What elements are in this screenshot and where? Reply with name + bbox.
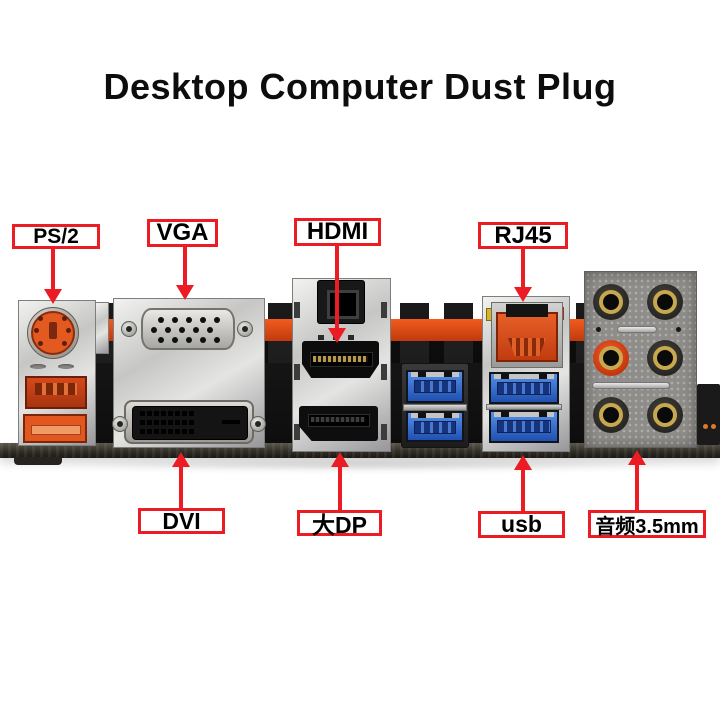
vga-screw-right <box>237 321 253 337</box>
usb3-port-lan-1 <box>489 372 559 404</box>
audio-block-slot-small <box>617 326 657 333</box>
usb3-tongue <box>414 380 456 393</box>
bracket-indent-right <box>58 364 74 369</box>
usb3-lan-divider <box>486 404 562 410</box>
bracket-indent-left <box>30 364 46 369</box>
audio-jack-orange <box>593 340 629 376</box>
audio-jack-5 <box>593 397 629 433</box>
callout-vga-arrow-head <box>176 285 194 300</box>
dvi-pin-holes <box>140 411 145 416</box>
callout-vga-arrow-line <box>183 247 187 287</box>
audio-jack-2 <box>647 284 683 320</box>
audio-jack-gold-ring <box>599 290 623 314</box>
usb2-port-1-pins <box>35 383 77 395</box>
dvi-flat-slot <box>222 420 240 424</box>
audio-jack-gold-ring <box>653 403 677 427</box>
ps2-bracket-step <box>95 302 109 354</box>
callout-ps2: PS/2 <box>12 224 100 249</box>
usb3-lip <box>494 412 554 417</box>
callout-hdmi-arrow-head <box>328 328 346 343</box>
callout-usb-arrow-head <box>514 455 532 470</box>
hdmi-pins <box>313 356 368 362</box>
callout-hdmi: HDMI <box>294 218 381 246</box>
callout-rj45-arrow-line <box>521 249 525 289</box>
hdmi-latch-nubs <box>318 335 324 340</box>
component-pads <box>703 424 708 429</box>
usb3-port-mid-2 <box>406 411 464 442</box>
displayport-port <box>299 406 378 441</box>
board-shadow <box>40 459 690 471</box>
optical-toslink-port <box>317 280 365 324</box>
usb3-lip <box>411 372 459 377</box>
usb3-tongue <box>497 420 551 433</box>
audio-jack-4 <box>647 340 683 376</box>
callout-audio: 音频3.5mm <box>588 510 706 538</box>
callout-dp: 大DP <box>297 510 382 538</box>
dvi-screw-right <box>250 416 266 432</box>
hdmi-port <box>302 341 379 378</box>
rj45-contacts <box>508 338 546 356</box>
callout-dp-arrow-line <box>338 466 342 510</box>
callout-dvi-arrow-line <box>179 466 183 508</box>
callout-rj45-arrow-head <box>514 287 532 302</box>
callout-audio-arrow-line <box>635 464 639 510</box>
usb3-tongue <box>497 382 551 395</box>
usb3-tongue <box>414 421 456 434</box>
ps2-pin-holes <box>38 316 43 321</box>
ps2-key-slot <box>49 322 57 339</box>
callout-ps2-arrow-head <box>44 289 62 304</box>
callout-hdmi-arrow-line <box>335 246 339 330</box>
vga-screw-left <box>121 321 137 337</box>
usb2-port-2 <box>23 414 87 443</box>
displayport-pins <box>311 417 365 422</box>
callout-audio-arrow-head <box>628 450 646 465</box>
audio-jack-gold-ring <box>653 290 677 314</box>
audio-jack-gold-ring <box>599 403 623 427</box>
usb3-lip <box>494 374 554 379</box>
usb3-port-mid-1 <box>406 370 464 403</box>
audio-jack-gold-ring <box>599 346 623 370</box>
audio-block-dot-left <box>596 327 601 332</box>
dvi-screw-left <box>112 416 128 432</box>
callout-usb: usb <box>478 511 565 538</box>
callout-dvi: DVI <box>138 508 225 534</box>
callout-dp-arrow-head <box>331 452 349 467</box>
bracket-tabs-right <box>381 302 387 318</box>
bracket-tabs-left <box>294 302 300 318</box>
audio-jack-1 <box>593 284 629 320</box>
rj45-latch-opening <box>506 304 548 317</box>
vga-port <box>141 308 235 350</box>
audio-jack-gold-ring <box>653 346 677 370</box>
usb3-port-lan-2 <box>489 410 559 443</box>
usb2-port-1 <box>25 376 87 409</box>
motherboard-edge-tab <box>14 457 62 465</box>
usb3-lip <box>411 413 459 418</box>
callout-usb-arrow-line <box>521 469 525 511</box>
callout-dvi-arrow-head <box>172 452 190 467</box>
audio-block-dot-right <box>676 327 681 332</box>
callout-rj45: RJ45 <box>478 222 568 249</box>
page-title: Desktop Computer Dust Plug <box>103 66 617 107</box>
usb2-port-2-tongue <box>31 425 81 435</box>
toslink-opening <box>327 290 359 319</box>
callout-vga: VGA <box>147 219 218 247</box>
board-component <box>697 384 720 445</box>
audio-jack-6 <box>647 397 683 433</box>
usb3-mid-divider <box>403 404 467 411</box>
audio-block-slot-wide <box>592 382 670 389</box>
vga-pin-holes <box>158 317 164 323</box>
callout-ps2-arrow-line <box>51 249 55 291</box>
